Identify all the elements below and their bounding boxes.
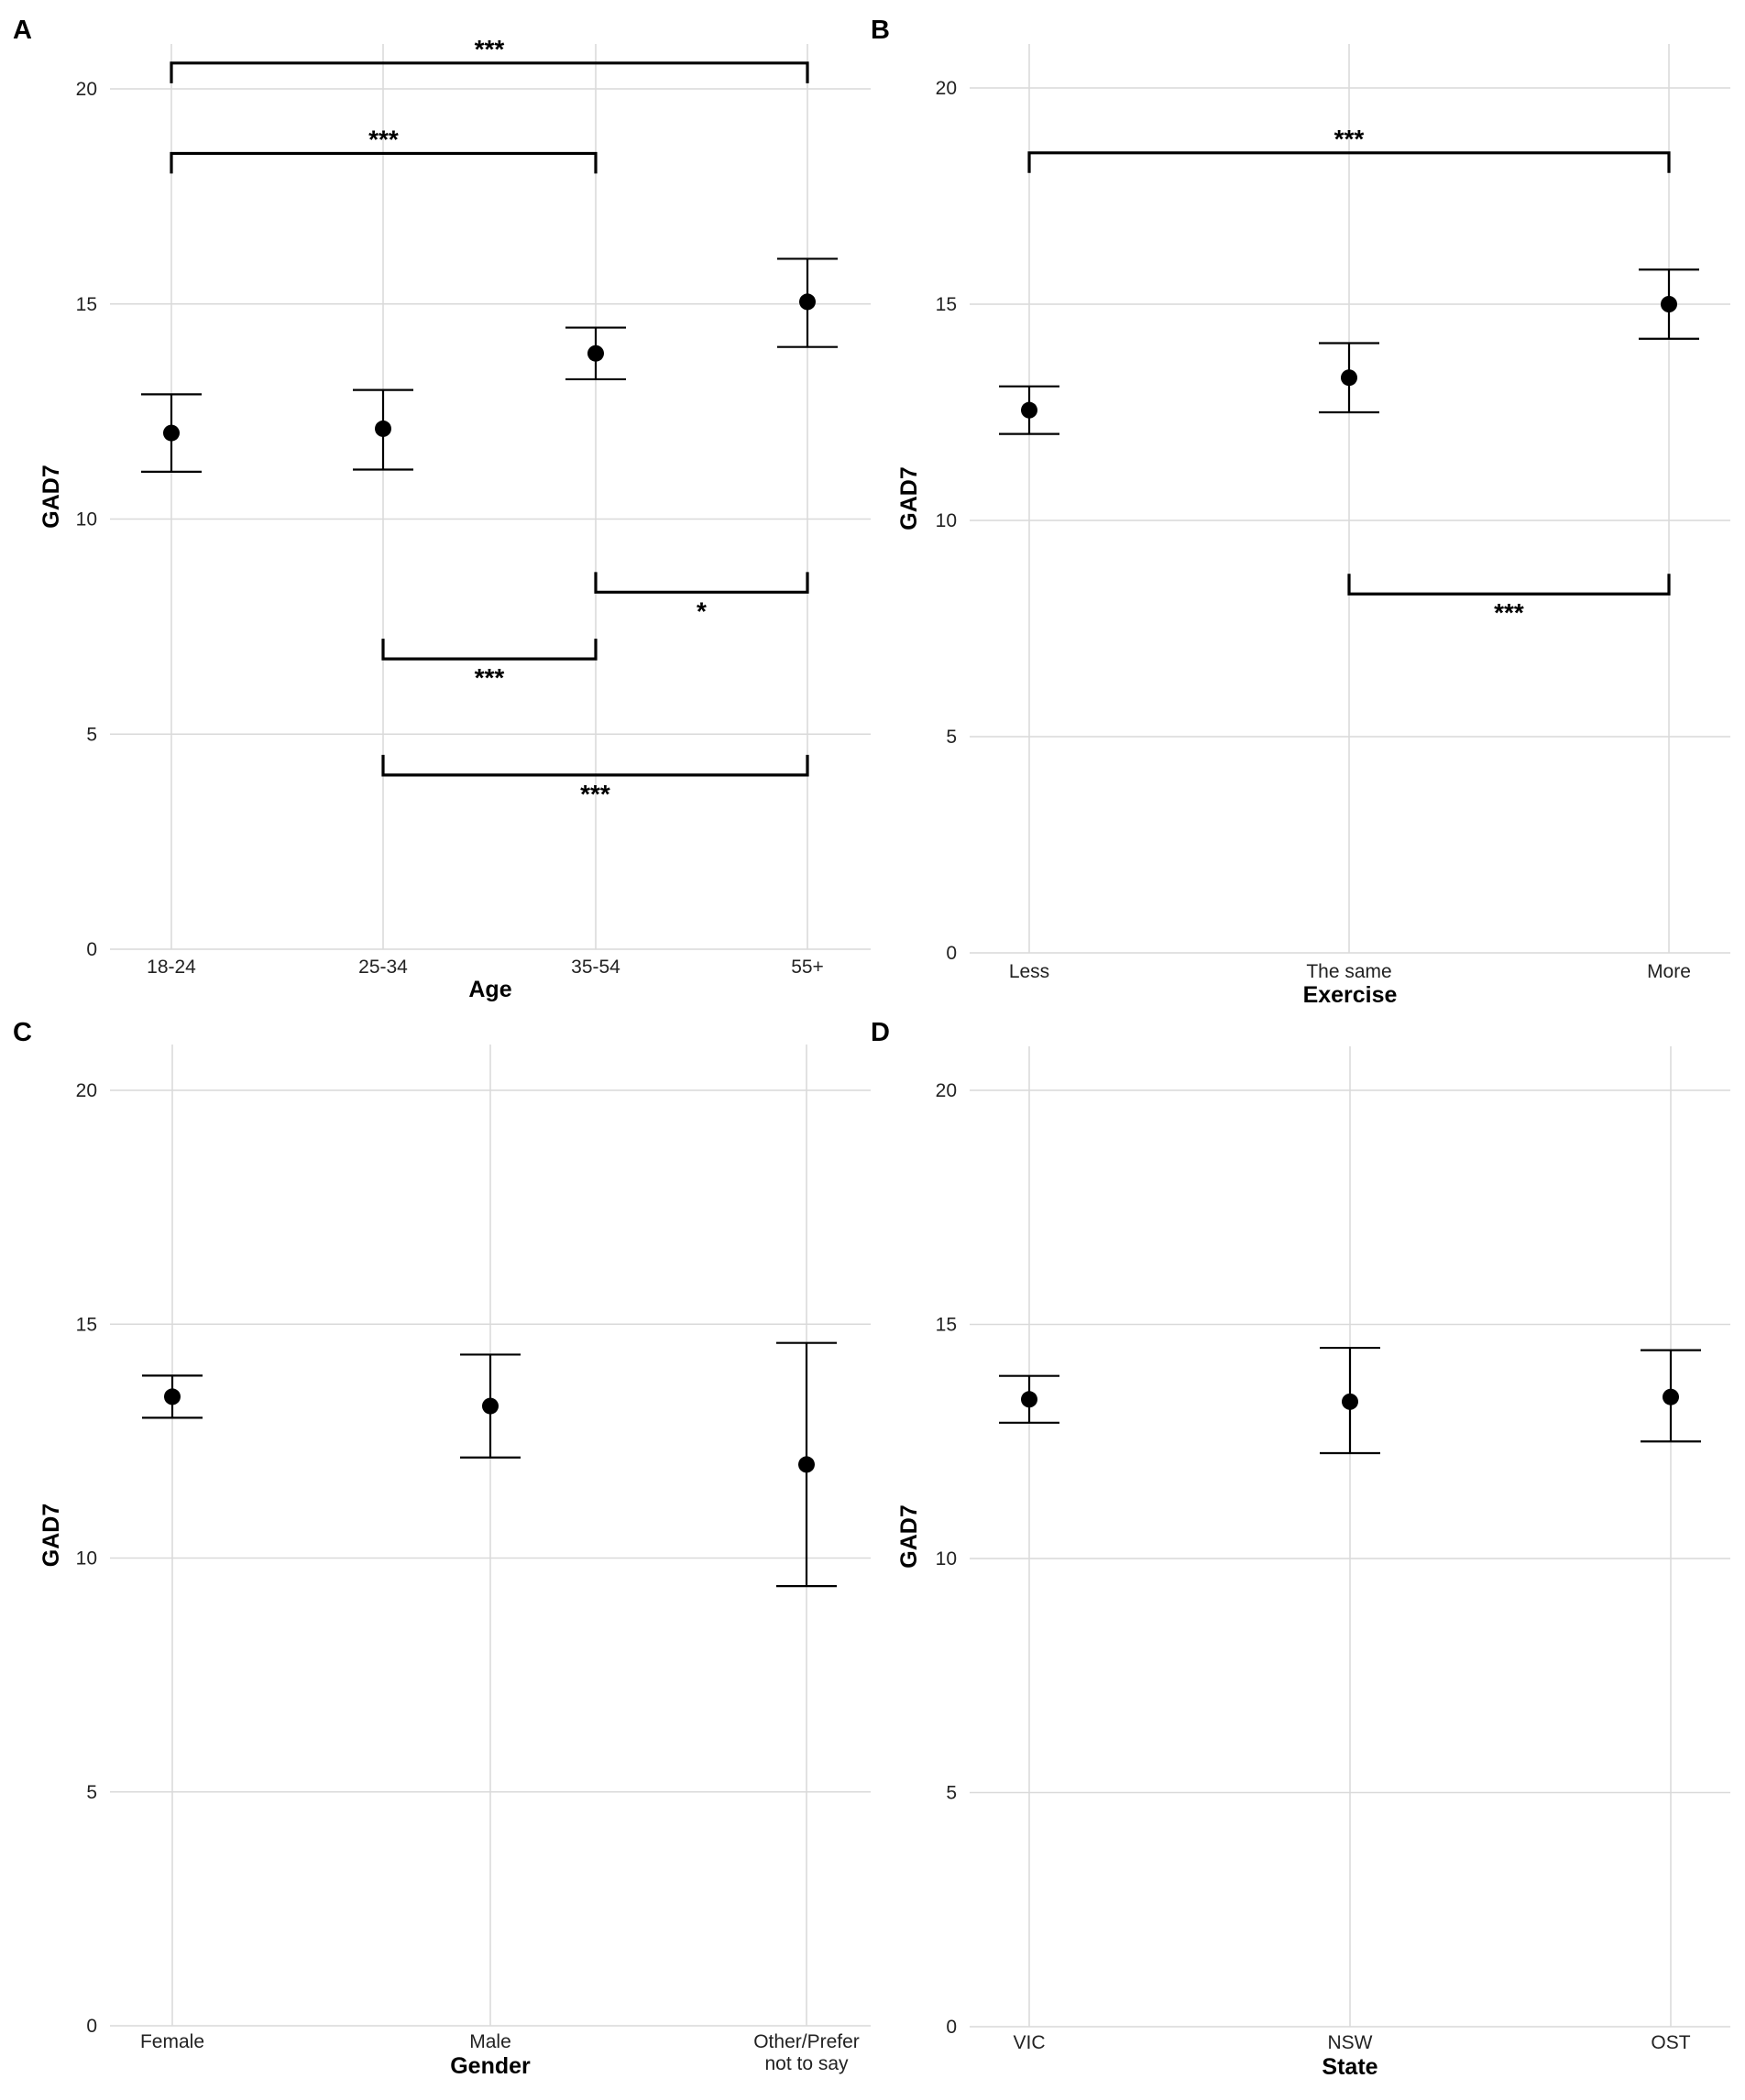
x-axis-title: Age (468, 977, 511, 1002)
x-tick-label: VIC (1013, 2032, 1045, 2053)
x-tick-label: Less (1009, 961, 1049, 982)
y-tick-label: 15 (936, 1315, 957, 1336)
y-tick-label: 15 (76, 1314, 97, 1335)
y-axis-title: GAD7 (38, 465, 64, 528)
y-tick-label: 20 (76, 1080, 97, 1101)
y-tick-label: 5 (86, 724, 97, 745)
data-point (482, 1397, 499, 1415)
x-tick-label: The same (1306, 961, 1391, 982)
data-point (1341, 369, 1357, 387)
y-tick-label: 0 (86, 2016, 97, 2037)
data-point (164, 1388, 181, 1405)
y-tick-label: 10 (76, 1548, 97, 1570)
data-point (1663, 1388, 1679, 1405)
x-tick-label: 55+ (791, 957, 824, 978)
significance-bracket (381, 639, 598, 661)
x-tick-label: 35-54 (571, 957, 620, 978)
data-point (798, 1456, 815, 1473)
x-tick-label: Male (469, 2031, 511, 2052)
x-tick-label: More (1647, 961, 1691, 982)
y-tick-label: 0 (946, 943, 957, 964)
y-tick-label: 15 (936, 294, 957, 315)
data-point (1661, 296, 1677, 312)
significance-label: *** (1334, 125, 1365, 153)
significance-bracket (381, 754, 809, 777)
x-tick-label: NSW (1328, 2032, 1373, 2053)
y-tick-label: 20 (76, 79, 97, 100)
panel-label: A (13, 16, 32, 45)
y-tick-label: 10 (936, 510, 957, 531)
significance-bracket (170, 151, 598, 174)
y-tick-label: 10 (936, 1548, 957, 1570)
significance-label: *** (475, 663, 505, 692)
y-axis-title: GAD7 (896, 466, 922, 530)
significance-label: *** (368, 125, 399, 153)
x-axis-title: Exercise (1303, 982, 1398, 1008)
data-point (163, 424, 180, 442)
y-tick-label: 5 (946, 727, 957, 748)
significance-bracket (170, 61, 809, 83)
y-tick-label: 20 (936, 78, 957, 99)
panel-label: C (13, 1018, 32, 1047)
x-axis-title: Gender (450, 2053, 531, 2079)
data-point (1342, 1393, 1358, 1410)
y-axis-title: GAD7 (896, 1504, 922, 1568)
y-tick-label: 0 (86, 939, 97, 960)
panel-label: B (871, 16, 890, 45)
x-axis-title: State (1322, 2054, 1377, 2080)
x-tick-label: 18-24 (147, 957, 196, 978)
data-point (1021, 1391, 1037, 1408)
x-tick-label: OST (1651, 2032, 1690, 2053)
significance-bracket (1347, 574, 1671, 596)
data-point (1021, 401, 1037, 419)
significance-bracket (594, 572, 809, 594)
y-tick-label: 5 (86, 1782, 97, 1803)
y-tick-label: 5 (946, 1783, 957, 1804)
y-axis-title: GAD7 (38, 1504, 64, 1567)
data-point (375, 420, 391, 437)
x-tick-label: Female (140, 2031, 204, 2052)
x-tick-label: 25-34 (358, 957, 408, 978)
significance-label: *** (580, 780, 610, 808)
significance-label: *** (1494, 598, 1524, 627)
y-tick-label: 10 (76, 509, 97, 530)
y-tick-label: 20 (936, 1080, 957, 1101)
significance-label: * (697, 596, 707, 625)
y-tick-label: 0 (946, 2017, 957, 2038)
significance-bracket (1027, 151, 1671, 173)
data-point (587, 345, 604, 362)
panel-label: D (871, 1018, 890, 1047)
y-tick-label: 15 (76, 294, 97, 315)
significance-label: *** (475, 35, 505, 63)
data-point (799, 293, 816, 311)
